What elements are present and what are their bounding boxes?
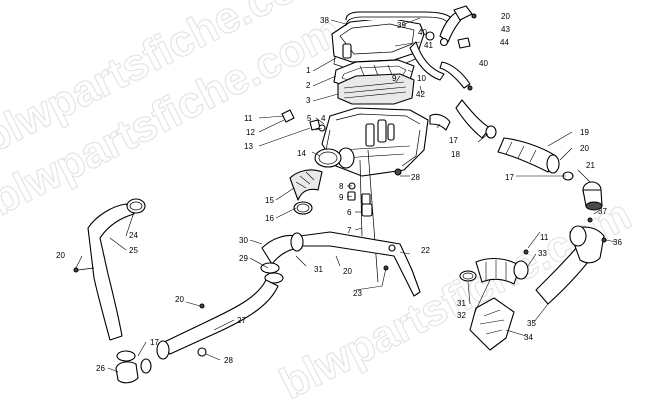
callout-9: 9 — [392, 74, 397, 83]
callout-35: 35 — [527, 319, 536, 328]
callout-29: 29 — [239, 254, 248, 263]
intake-elbow-left — [289, 148, 342, 215]
callout-11: 11 — [244, 114, 253, 123]
callout-27: 27 — [237, 316, 246, 325]
callout-10: 10 — [417, 74, 426, 83]
callout-15: 15 — [265, 196, 274, 205]
callout-41: 41 — [424, 41, 433, 50]
callout-9: 9 — [339, 193, 344, 202]
callout-17: 17 — [505, 173, 514, 182]
callout-3: 3 — [306, 96, 311, 105]
callout-8: 8 — [339, 182, 344, 191]
callout-14: 14 — [297, 149, 306, 158]
callout-37: 37 — [598, 207, 607, 216]
callout-5: 5 — [307, 114, 312, 123]
callout-1: 1 — [306, 66, 311, 75]
callout-2: 2 — [306, 81, 311, 90]
callout-21: 21 — [586, 161, 595, 170]
callout-38: 38 — [320, 16, 329, 25]
leader-lines — [75, 17, 617, 373]
callout-labels: 38 39 20 40 43 41 44 40 1 9 10 2 42 3 11… — [56, 12, 622, 373]
callout-40: 40 — [479, 59, 488, 68]
callout-36: 36 — [613, 238, 622, 247]
callout-12: 12 — [246, 128, 255, 137]
callout-30: 30 — [239, 236, 248, 245]
callout-11: 11 — [540, 233, 549, 242]
callout-20: 20 — [580, 144, 589, 153]
callout-20: 20 — [501, 12, 510, 21]
right-lower-ducts — [459, 217, 607, 351]
callout-20: 20 — [56, 251, 65, 260]
air-filter-element — [337, 73, 415, 105]
callout-23: 23 — [353, 289, 362, 298]
intake-boot-right — [497, 137, 603, 211]
callout-28: 28 — [224, 356, 233, 365]
watermark-text-lower: blwpartsfiche.com — [272, 190, 638, 406]
callout-42: 42 — [416, 90, 425, 99]
callout-31: 31 — [314, 265, 323, 274]
callout-44: 44 — [500, 38, 509, 47]
callout-33: 33 — [538, 249, 547, 258]
callout-25: 25 — [129, 246, 138, 255]
callout-13: 13 — [244, 142, 253, 151]
callout-43: 43 — [501, 25, 510, 34]
callout-19: 19 — [580, 128, 589, 137]
mounting-bracket — [299, 231, 421, 297]
callout-17: 17 — [449, 136, 458, 145]
callout-31: 31 — [457, 299, 466, 308]
left-duct — [73, 198, 152, 384]
callout-32: 32 — [457, 311, 466, 320]
callout-7: 7 — [347, 226, 352, 235]
callout-18: 18 — [451, 150, 460, 159]
airbox-small-parts — [281, 99, 497, 176]
breather-hose-assembly — [345, 5, 477, 91]
callout-26: 26 — [96, 364, 105, 373]
callout-20: 20 — [343, 267, 352, 276]
long-intake-tube — [156, 279, 279, 360]
callout-6: 6 — [347, 208, 352, 217]
callout-40: 40 — [418, 28, 427, 37]
sensor-parts — [347, 149, 379, 283]
airbox-base — [321, 107, 429, 177]
callout-39: 39 — [397, 21, 406, 30]
callout-24: 24 — [129, 231, 138, 240]
callout-4: 4 — [321, 114, 326, 123]
intake-hose-center — [260, 232, 304, 284]
callout-20: 20 — [175, 295, 184, 304]
callout-22: 22 — [421, 246, 430, 255]
callout-34: 34 — [524, 333, 533, 342]
callout-17: 17 — [150, 338, 159, 347]
callout-28: 28 — [411, 173, 420, 182]
callout-16: 16 — [265, 214, 274, 223]
